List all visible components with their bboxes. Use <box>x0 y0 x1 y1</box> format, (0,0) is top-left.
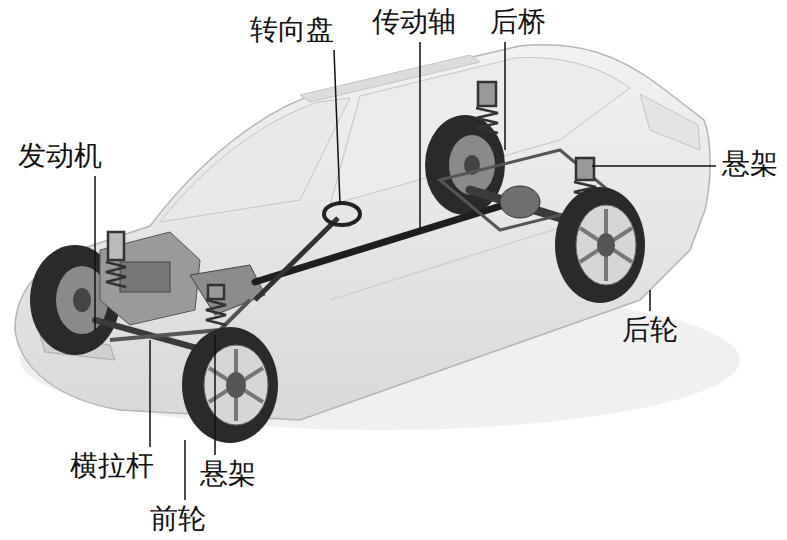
leader-line <box>149 340 151 447</box>
part-label: 横拉杆 <box>70 452 154 480</box>
part-label: 悬架 <box>722 150 778 178</box>
part-label: 前轮 <box>150 505 206 533</box>
leader-line <box>184 440 186 500</box>
car-body <box>15 45 710 420</box>
steering-wheel <box>324 203 360 225</box>
rear-suspension-far <box>476 82 498 133</box>
leader-lines <box>95 42 716 500</box>
rear-window <box>640 94 700 150</box>
leader-line <box>214 335 216 455</box>
front-suspension-near <box>206 285 226 325</box>
engine <box>100 232 200 325</box>
part-label: 传动轴 <box>372 8 456 36</box>
leader-line <box>94 176 96 330</box>
engine-cover <box>120 262 170 292</box>
leader-line <box>504 42 506 150</box>
part-label: 转向盘 <box>250 16 334 44</box>
gearbox <box>190 265 265 315</box>
part-label: 后轮 <box>622 316 678 344</box>
front-suspension-far <box>106 232 126 287</box>
leader-line <box>592 165 716 167</box>
windshield <box>160 98 350 222</box>
part-label: 后桥 <box>490 8 546 36</box>
leader-line <box>649 290 651 311</box>
steering-column <box>255 218 338 300</box>
sunroof <box>300 55 480 102</box>
leader-line <box>419 42 421 228</box>
leader-line <box>334 50 340 204</box>
part-label: 悬架 <box>200 460 256 488</box>
front-wheel-near <box>182 327 278 443</box>
rear-wheel-near <box>555 187 645 303</box>
part-label: 发动机 <box>18 142 102 170</box>
differential <box>500 186 540 218</box>
